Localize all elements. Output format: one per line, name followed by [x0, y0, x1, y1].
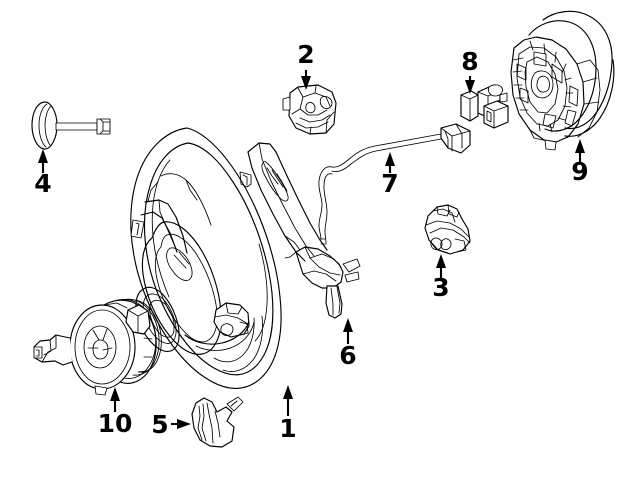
part-8-connector-clips[interactable]: [460, 84, 509, 129]
callout-3: 3: [432, 254, 450, 302]
callout-10: 10: [98, 387, 133, 438]
part-9-airbag-module[interactable]: [510, 10, 615, 151]
callout-10-label: 10: [98, 409, 133, 438]
part-6-paddle-shifter[interactable]: [239, 142, 361, 319]
callout-8: 8: [461, 47, 479, 94]
callout-1-label: 1: [279, 414, 296, 443]
callout-8-label: 8: [461, 47, 478, 76]
part-1-steering-wheel[interactable]: [125, 127, 282, 389]
callout-6-label: 6: [339, 341, 356, 370]
callout-9-label: 9: [571, 157, 588, 186]
callout-6: 6: [339, 318, 357, 370]
callout-2-label: 2: [297, 40, 314, 69]
callout-4-label: 4: [34, 169, 51, 198]
callout-2: 2: [297, 40, 315, 90]
callout-7-label: 7: [381, 169, 398, 198]
part-3-right-switch-module[interactable]: [424, 204, 471, 255]
part-5-lower-trim-clip[interactable]: [191, 396, 244, 448]
callout-3-label: 3: [432, 273, 449, 302]
callout-5-label: 5: [151, 410, 168, 439]
callout-5: 5: [151, 410, 191, 439]
part-4-emblem-badge[interactable]: [31, 101, 111, 150]
callout-4: 4: [34, 149, 52, 198]
part-2-upper-bracket[interactable]: [282, 84, 337, 135]
callout-1: 1: [279, 385, 297, 443]
callout-7: 7: [381, 152, 399, 198]
callout-9: 9: [571, 139, 589, 186]
part-10-clock-spring[interactable]: [33, 298, 162, 396]
part-7-wiring-harness[interactable]: [318, 123, 471, 245]
